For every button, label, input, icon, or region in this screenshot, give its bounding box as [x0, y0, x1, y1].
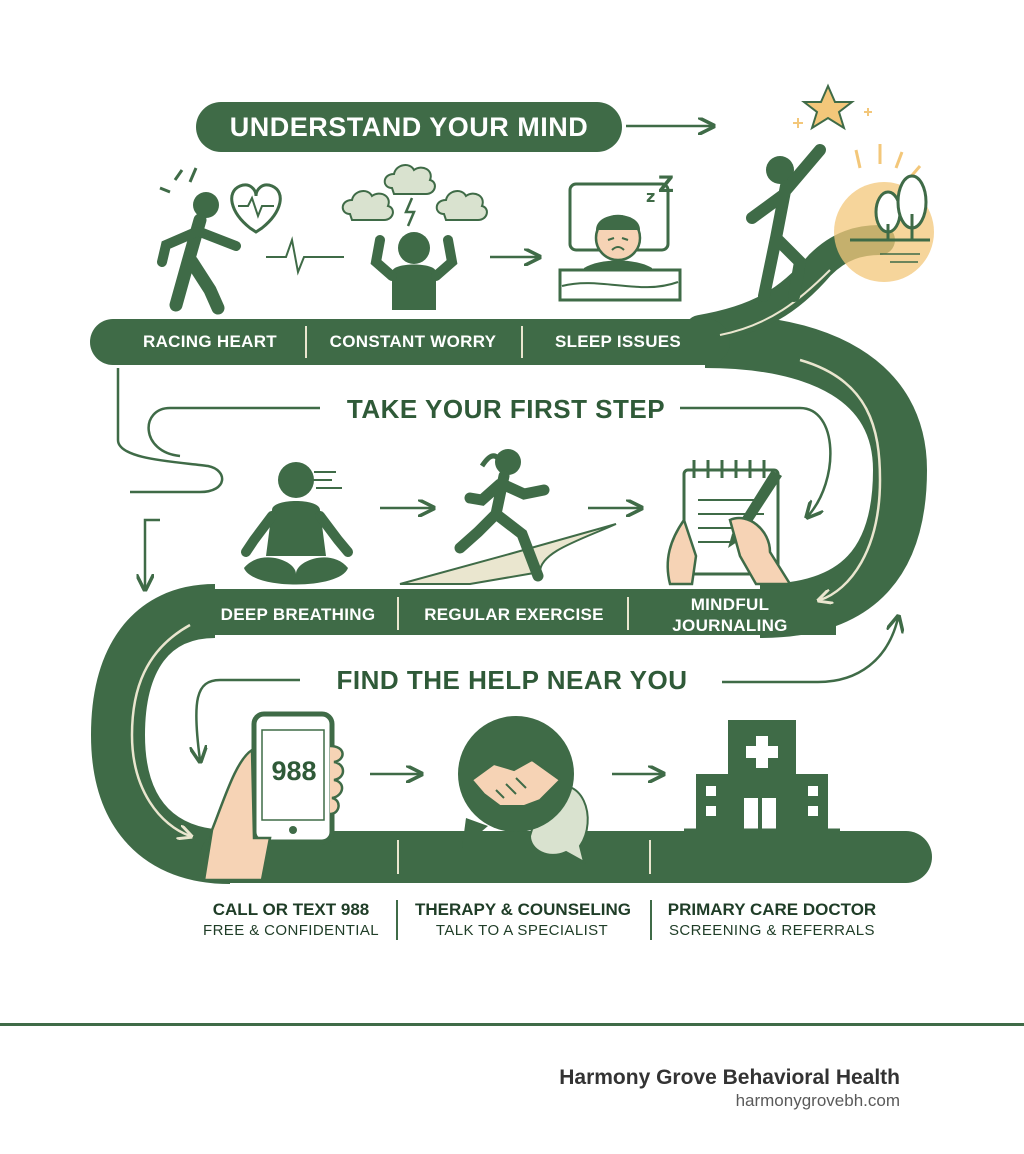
section-title-find-the-help-near-you: FIND THE HELP NEAR YOU: [336, 665, 688, 695]
mindful-journaling-icon: [666, 460, 793, 586]
winding-road: [90, 225, 932, 884]
label-sleep-issues: SLEEP ISSUES: [554, 332, 682, 351]
deep-breathing-icon: [241, 462, 353, 585]
footer-divider: [0, 1023, 1024, 1026]
climbing-figure-icon: [746, 83, 934, 302]
constant-worry-icon: [341, 164, 488, 310]
hospital-icon: [684, 720, 840, 832]
resource-divider: [650, 900, 652, 940]
resource-title-therapy: THERAPY & COUNSELING: [415, 900, 631, 919]
resource-title-call-988: CALL OR TEXT 988: [212, 900, 370, 919]
resource-subtitle-call-988: FREE & CONFIDENTIAL: [203, 922, 379, 939]
handshake-bubble-icon: [458, 716, 589, 864]
label-deep-breathing: DEEP BREATHING: [220, 605, 376, 624]
svg-text:z: z: [646, 187, 655, 206]
resource-title-primary-care: PRIMARY CARE DOCTOR: [667, 900, 877, 919]
label-constant-worry: CONSTANT WORRY: [329, 332, 497, 351]
section-title-take-your-first-step: TAKE YOUR FIRST STEP: [346, 394, 666, 424]
regular-exercise-icon: [399, 449, 617, 585]
resource-subtitle-therapy: TALK TO A SPECIALIST: [435, 922, 609, 939]
svg-text:Z: Z: [658, 173, 674, 198]
racing-heart-icon: [157, 167, 344, 315]
phone-screen-number: 988: [271, 756, 317, 786]
sleep-issues-icon: z Z: [558, 173, 682, 302]
label-mindful-journaling: MINDFUL JOURNALING: [672, 595, 788, 635]
phone-988-icon: [202, 711, 345, 882]
resource-divider: [396, 900, 398, 940]
label-racing-heart: RACING HEART: [143, 332, 277, 351]
footer-brand-name: Harmony Grove Behavioral Health: [559, 1066, 900, 1089]
section-title-understand-your-mind: UNDERSTAND YOUR MIND: [196, 102, 622, 152]
resource-subtitle-primary-care: SCREENING & REFERRALS: [669, 922, 875, 939]
flow-arrows: [116, 126, 898, 774]
footer-website-link[interactable]: harmonygrovebh.com: [735, 1091, 900, 1110]
label-regular-exercise: REGULAR EXERCISE: [424, 605, 604, 624]
